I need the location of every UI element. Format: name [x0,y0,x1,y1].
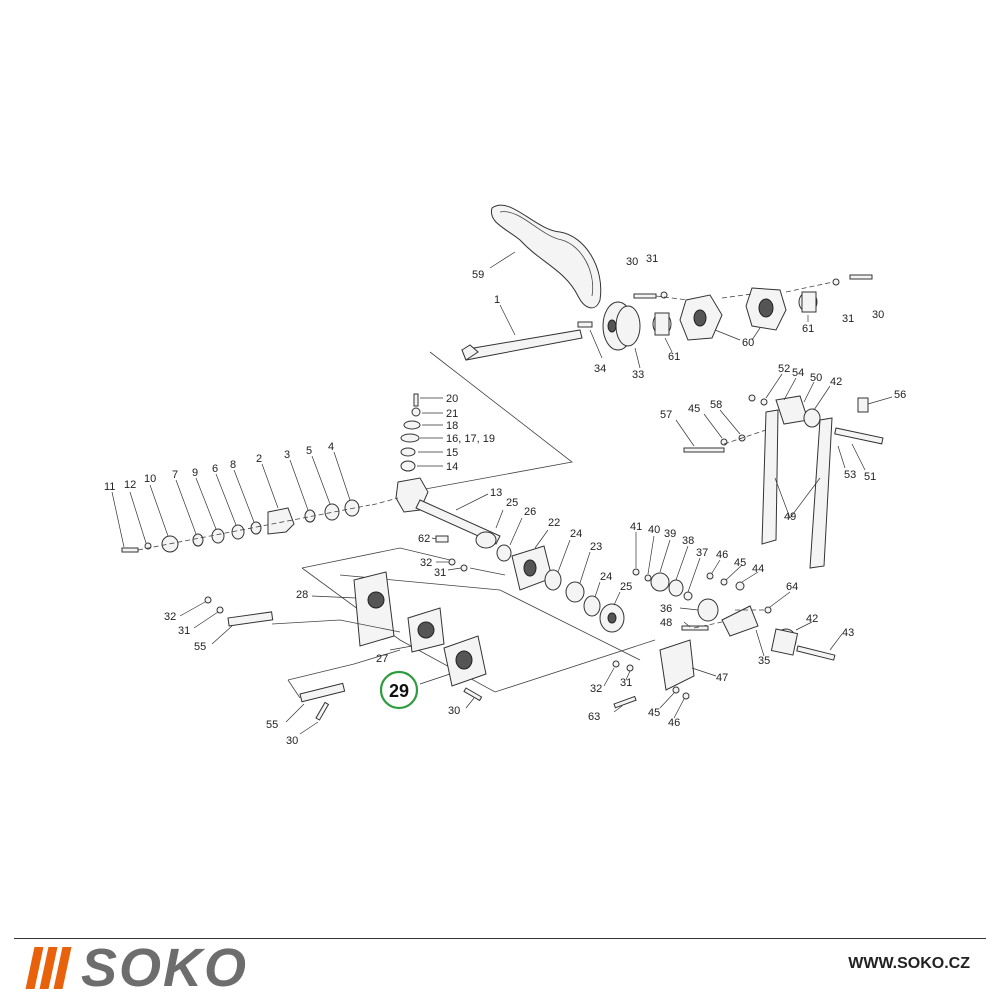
adjustment-arms [683,394,884,569]
label-7: 7 [172,469,178,481]
label-32-lower: 32 [590,683,602,695]
label-46-top: 46 [716,549,728,561]
label-60: 60 [742,337,754,349]
pulley-part [602,301,641,351]
label-21: 21 [446,408,458,420]
label-57: 57 [660,409,672,421]
part-labels: 59 30 31 1 34 33 61 60 61 31 30 20 21 18… [104,253,906,747]
label-11: 11 [104,481,115,493]
label-28: 28 [296,589,308,601]
label-31-lower: 31 [620,677,632,689]
label-4: 4 [328,441,334,453]
label-18: 18 [446,420,458,432]
brand-logo: SOKO [25,938,249,998]
label-23: 23 [590,541,602,553]
belt-part [490,204,602,309]
brand-name: SOKO [81,938,249,998]
label-45-top: 45 [688,403,700,415]
label-30-plate: 30 [448,705,460,717]
tension-assembly [632,568,836,691]
label-48: 48 [660,617,672,629]
label-55-upper: 55 [194,641,206,653]
label-45-mid: 45 [734,557,746,569]
label-63: 63 [588,711,600,723]
label-25-lower: 25 [620,581,632,593]
axle-yoke [395,477,501,549]
label-33: 33 [632,369,644,381]
label-47: 47 [716,672,728,684]
label-24-upper: 24 [570,528,582,540]
bearing-housing [496,544,625,633]
label-13: 13 [490,487,502,499]
label-30-top: 30 [626,256,638,268]
label-61-left: 61 [668,351,680,363]
left-shaft-assembly [121,499,360,553]
label-31-right: 31 [842,313,854,325]
label-61-right: 61 [802,323,814,335]
label-46-lower: 46 [668,717,680,729]
label-6: 6 [212,463,218,475]
label-1: 1 [494,294,500,306]
label-56: 56 [894,389,906,401]
brand-stripes-icon [25,947,72,989]
highlight-label: 29 [389,681,409,701]
label-53: 53 [844,469,856,481]
swivel-assembly [400,393,421,472]
label-50: 50 [810,372,822,384]
label-42-lower: 42 [806,613,818,625]
label-45-lower: 45 [648,707,660,719]
exploded-parts-diagram: 59 30 31 1 34 33 61 60 61 31 30 20 21 18… [104,204,906,747]
label-41: 41 [630,521,642,533]
label-34: 34 [594,363,606,375]
label-22: 22 [548,517,560,529]
flange-housing [679,287,787,341]
label-52: 52 [778,363,790,375]
label-3: 3 [284,449,290,461]
label-9: 9 [192,467,198,479]
label-27: 27 [376,653,388,665]
highlighted-part-29[interactable]: 29 [379,670,419,710]
label-38: 38 [682,535,694,547]
label-8: 8 [230,459,236,471]
label-43: 43 [842,627,854,639]
label-30-lower: 30 [286,735,298,747]
label-26: 26 [524,506,536,518]
label-12: 12 [124,479,136,491]
label-20: 20 [446,393,458,405]
label-30-right: 30 [872,309,884,321]
label-39: 39 [664,528,676,540]
label-40: 40 [648,524,660,536]
label-5: 5 [306,445,312,457]
footer-divider [14,938,986,939]
label-44: 44 [752,563,764,575]
label-59: 59 [472,269,484,281]
site-url[interactable]: WWW.SOKO.CZ [848,955,970,972]
label-31-mid: 31 [434,567,446,579]
label-32-mid: 32 [420,557,432,569]
label-31-top: 31 [646,253,658,265]
label-51: 51 [864,471,876,483]
label-10: 10 [144,473,156,485]
label-15: 15 [446,447,458,459]
label-14: 14 [446,461,458,473]
label-58: 58 [710,399,722,411]
label-37: 37 [696,547,708,559]
label-24-lower: 24 [600,571,612,583]
label-54: 54 [792,367,804,379]
label-16-17-19: 16, 17, 19 [446,433,495,445]
mounting-plates [204,571,487,721]
bushing-part [652,312,672,336]
label-25-upper: 25 [506,497,518,509]
label-62: 62 [418,533,430,545]
main-shaft [461,329,583,361]
label-64: 64 [786,581,798,593]
label-49: 49 [784,511,796,523]
label-31-left: 31 [178,625,190,637]
label-36: 36 [660,603,672,615]
label-42-top: 42 [830,376,842,388]
label-55-lower: 55 [266,719,278,731]
label-32-left: 32 [164,611,176,623]
label-2: 2 [256,453,262,465]
label-35: 35 [758,655,770,667]
